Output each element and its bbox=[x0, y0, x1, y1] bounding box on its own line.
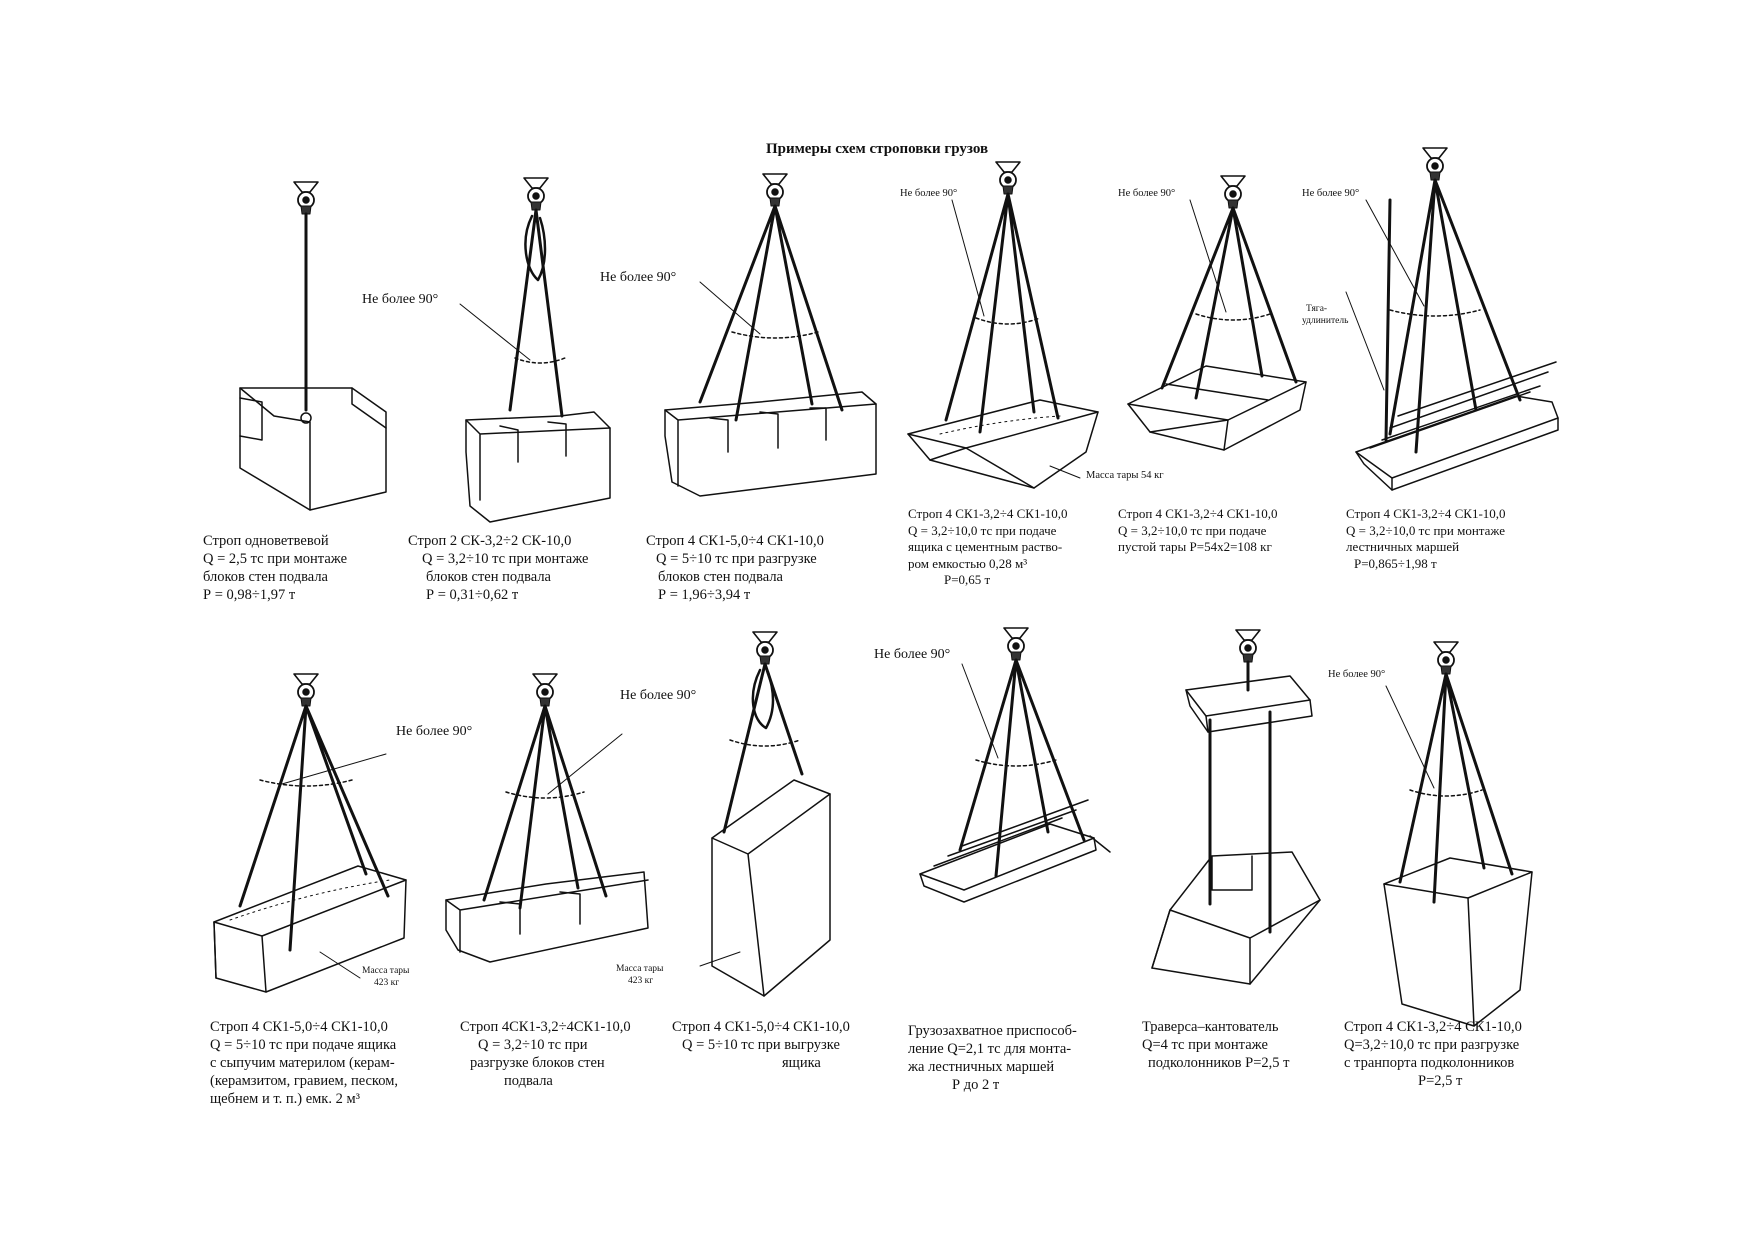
diagram-four-leg-blocks bbox=[664, 173, 877, 497]
diagram-mortar-box bbox=[907, 161, 1099, 489]
angle-label-d10: Не более 90° bbox=[874, 647, 951, 662]
caption-d5: Строп 4 СК1-3,2÷4 СК1-10,0 Q = 3,2÷10,0 … bbox=[1118, 506, 1278, 554]
angle-label-d7: Не более 90° bbox=[396, 724, 473, 739]
caption-d8: Строп 4СК1-3,2÷4СК1-10,0 Q = 3,2÷10 тс п… bbox=[460, 1019, 631, 1089]
diagram-two-leg bbox=[465, 177, 611, 523]
angle-label-d5: Не более 90° bbox=[1118, 188, 1176, 199]
tara-423-label-d9-2: 423 кг bbox=[628, 976, 654, 986]
taga-label-1: Тяга- bbox=[1306, 304, 1328, 314]
diagram-aggregate-box bbox=[213, 673, 407, 993]
caption-d6: Строп 4 СК1-3,2÷4 СК1-10,0 Q = 3,2÷10,0 … bbox=[1346, 506, 1506, 571]
diagram-empty-containers bbox=[1127, 175, 1307, 451]
angle-label-d4: Не более 90° bbox=[900, 188, 958, 199]
angle-label-d3: Не более 90° bbox=[600, 270, 677, 285]
angle-label-d2: Не более 90° bbox=[362, 292, 439, 307]
angle-label-d6: Не более 90° bbox=[1302, 188, 1360, 199]
caption-d9: Строп 4 СК1-5,0÷4 СК1-10,0 Q = 5÷10 тс п… bbox=[672, 1019, 850, 1071]
diagram-stair-flight bbox=[1355, 147, 1559, 491]
tara-423-label-d7-2: 423 кг bbox=[374, 978, 400, 988]
diagram-single-leg bbox=[239, 181, 387, 511]
diagram-column-base bbox=[1383, 641, 1533, 1027]
diagram-tall-box bbox=[699, 631, 831, 997]
caption-d7: Строп 4 СК1-5,0÷4 СК1-10,0 Q = 5÷10 тс п… bbox=[210, 1019, 399, 1107]
diagram-stair-device bbox=[919, 627, 1111, 903]
page-title: Примеры схем строповки грузов bbox=[765, 141, 989, 157]
caption-d3: Строп 4 СК1-5,0÷4 СК1-10,0 Q = 5÷10 тс п… bbox=[646, 533, 824, 603]
tara-54-label: Масса тары 54 кг bbox=[1086, 470, 1164, 481]
tara-423-label-d7-1: Масса тары bbox=[362, 966, 410, 976]
diagram-traverse-turner bbox=[1151, 629, 1321, 985]
caption-d10: Грузозахватное приспособ- ление Q=2,1 тс… bbox=[908, 1023, 1077, 1093]
angle-label-d9: Не более 90° bbox=[620, 688, 697, 703]
caption-d11: Траверса–кантователь Q=4 тс при монтаже … bbox=[1142, 1019, 1290, 1071]
taga-label-2: удлинитель bbox=[1302, 316, 1349, 326]
caption-d1: Строп одноветвевой Q = 2,5 тс при монтаж… bbox=[203, 533, 348, 603]
angle-label-d12: Не более 90° bbox=[1328, 669, 1386, 680]
tara-423-label-d9-1: Масса тары bbox=[616, 964, 664, 974]
diagram-four-leg-blocks-2 bbox=[445, 673, 649, 963]
caption-d4: Строп 4 СК1-3,2÷4 СК1-10,0 Q = 3,2÷10,0 … bbox=[908, 506, 1068, 587]
caption-d2: Строп 2 СК-3,2÷2 СК-10,0 Q = 3,2÷10 тс п… bbox=[408, 533, 589, 603]
caption-d12: Строп 4 СК1-3,2÷4 СК1-10,0 Q=3,2÷10,0 тс… bbox=[1344, 1019, 1522, 1089]
